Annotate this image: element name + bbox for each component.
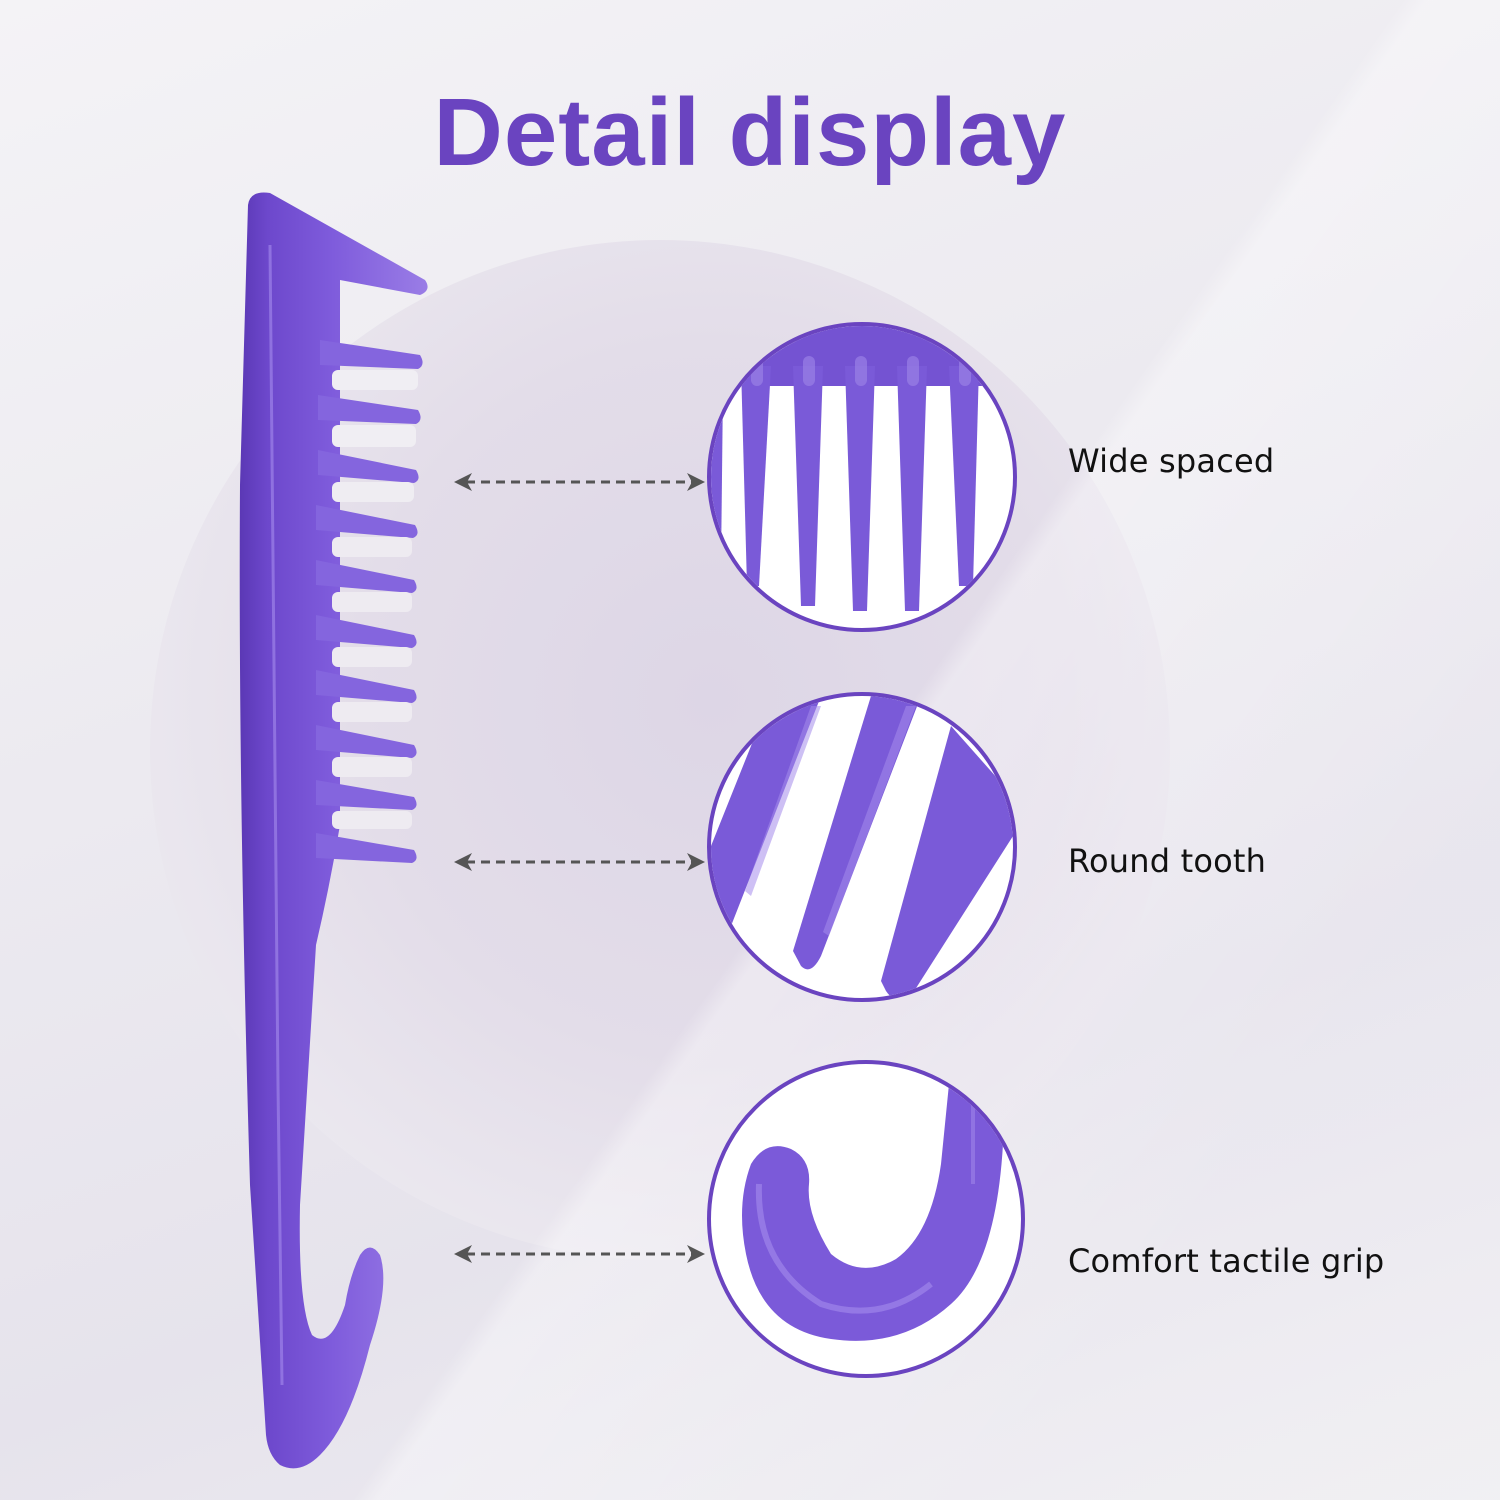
comb-image xyxy=(239,192,428,1469)
arrow-left-head-icon xyxy=(454,1245,472,1263)
feature-label-wide-spaced: Wide spaced xyxy=(1068,442,1275,480)
arrow-round-tooth xyxy=(454,853,705,871)
arrow-comfort-grip xyxy=(454,1245,705,1263)
hook-closeup-icon xyxy=(742,1064,1003,1341)
page-title: Detail display xyxy=(433,79,1067,186)
round-tooth-closeup-icon xyxy=(711,696,1013,998)
feature-label-round-tooth: Round tooth xyxy=(1068,842,1267,880)
inset-comfort-grip xyxy=(707,1060,1025,1378)
wide-teeth-closeup-icon xyxy=(711,326,1013,611)
arrow-left-head-icon xyxy=(454,853,472,871)
arrow-left-head-icon xyxy=(454,473,472,491)
arrow-wide-spaced xyxy=(454,473,705,491)
arrow-right-head-icon xyxy=(687,1245,705,1263)
feature-label-comfort-grip: Comfort tactile grip xyxy=(1068,1242,1385,1280)
inset-wide-spaced xyxy=(707,322,1017,632)
inset-round-tooth xyxy=(707,692,1017,1002)
arrow-right-head-icon xyxy=(687,853,705,871)
arrow-right-head-icon xyxy=(687,473,705,491)
